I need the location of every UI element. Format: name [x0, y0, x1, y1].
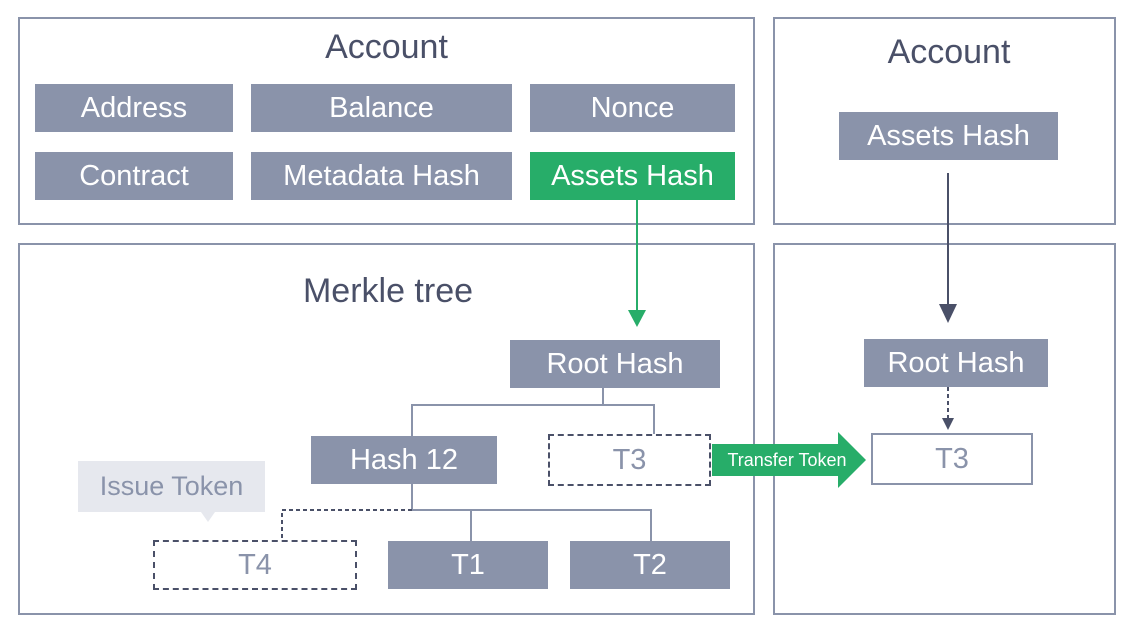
- tree-root-branch: [411, 387, 604, 436]
- tree-root-branch-right: [603, 404, 655, 434]
- green-arrow-head: [628, 310, 646, 327]
- tree-hash12-branch: [411, 483, 652, 541]
- t3-box: T3: [548, 434, 711, 486]
- right-root-hash-box: Root Hash: [864, 339, 1048, 387]
- hash12-box: Hash 12: [311, 436, 497, 484]
- merkle-tree-title: Merkle tree: [302, 272, 474, 310]
- balance-field: Balance: [251, 84, 512, 132]
- transfer-token-label: Transfer Token: [727, 449, 847, 470]
- dark-arrow-head: [939, 304, 957, 323]
- assets-hash-field: Assets Hash: [530, 152, 735, 200]
- metadata-hash-field: Metadata Hash: [251, 152, 512, 200]
- issue-token-callout: Issue Token: [78, 461, 265, 512]
- right-account-title: Account: [887, 33, 1011, 71]
- t2-box: T2: [570, 541, 730, 589]
- t1-box: T1: [388, 541, 548, 589]
- right-assets-hash: Assets Hash: [839, 112, 1058, 160]
- transfer-arrow: [712, 432, 866, 488]
- right-t3-box: T3: [871, 433, 1033, 485]
- t4-box: T4: [153, 540, 357, 590]
- issue-token-tail: [201, 512, 215, 522]
- left-account-title: Account: [325, 28, 448, 66]
- root-hash-box: Root Hash: [510, 340, 720, 388]
- contract-field: Contract: [35, 152, 233, 200]
- tree-t4-branch: [281, 509, 412, 540]
- address-field: Address: [35, 84, 233, 132]
- dashed-arrow-head: [942, 418, 954, 430]
- nonce-field: Nonce: [530, 84, 735, 132]
